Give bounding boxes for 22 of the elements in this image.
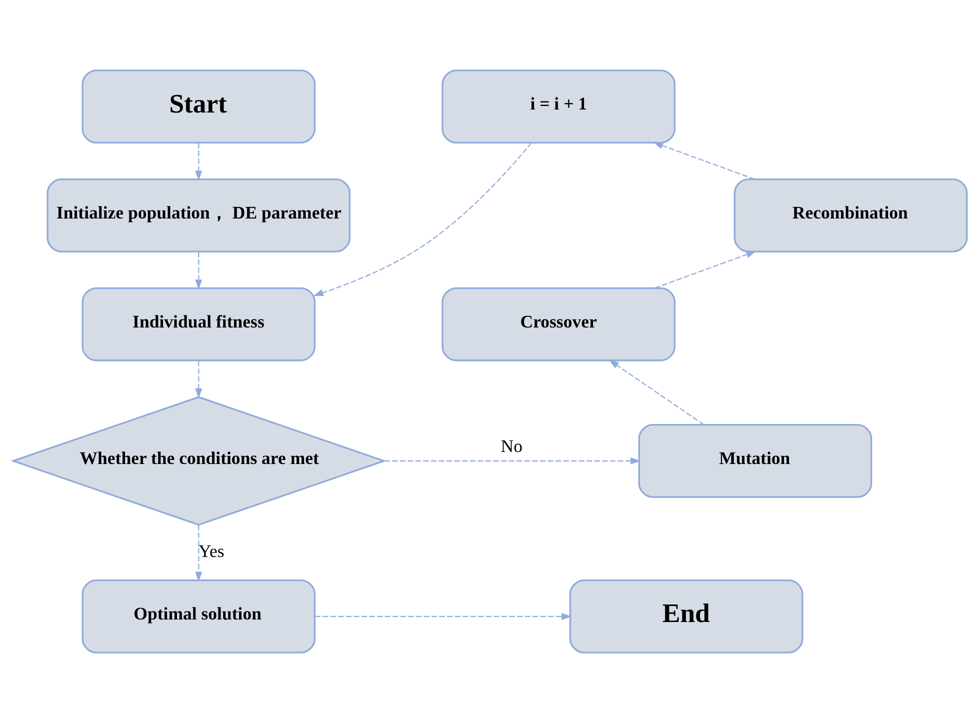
node-box: Mutation bbox=[638, 423, 872, 498]
node-box: Crossover bbox=[442, 286, 676, 361]
node-box: Optimal solution bbox=[82, 579, 316, 653]
node-box: Individual fitness bbox=[82, 286, 316, 361]
node-diamond: Whether the conditions are met bbox=[10, 396, 387, 526]
arrow bbox=[195, 360, 202, 398]
edge-label: No bbox=[500, 435, 522, 456]
node-box: Recombination bbox=[734, 178, 968, 252]
node-box: i = i + 1 bbox=[442, 69, 676, 143]
arrow bbox=[313, 142, 532, 296]
arrow bbox=[653, 142, 755, 180]
arrow bbox=[195, 251, 202, 290]
node-box: Initialize population， DE parameter bbox=[46, 178, 351, 252]
arrow bbox=[195, 142, 202, 180]
arrow bbox=[654, 250, 756, 288]
arrow bbox=[314, 612, 572, 620]
edge-label: Yes bbox=[198, 540, 224, 560]
arrow bbox=[608, 359, 704, 425]
node-box: End bbox=[569, 579, 804, 653]
arrow bbox=[384, 456, 641, 464]
arrow bbox=[195, 524, 202, 582]
node-box: Start bbox=[82, 69, 316, 143]
